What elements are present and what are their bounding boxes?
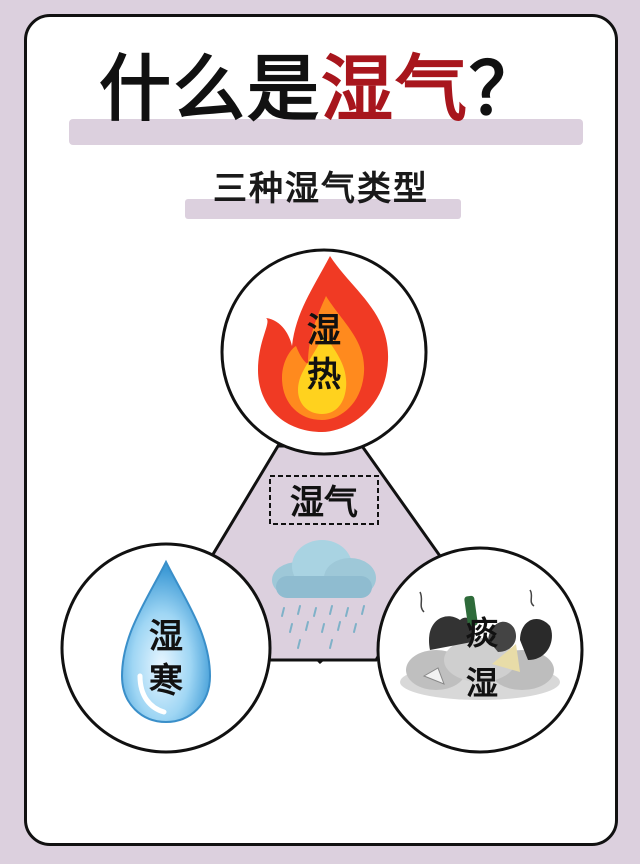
center-label: 湿气 (290, 483, 358, 523)
water-drop-icon (120, 559, 212, 724)
title-highlight (69, 119, 583, 145)
subtitle: 三种湿气类型 (213, 169, 429, 209)
damp-heat-char1: 湿 (307, 311, 341, 351)
subtitle-highlight (185, 199, 461, 219)
title-accent: 湿气 (320, 47, 469, 131)
rain-cloud-icon (272, 540, 376, 649)
damp-heat-char2: 热 (307, 355, 341, 395)
garbage-pile-icon (400, 589, 560, 700)
phlegm-damp-char2: 湿 (466, 664, 498, 702)
title-suffix: ？ (469, 47, 544, 131)
damp-cold-char1: 湿 (149, 617, 183, 657)
center-label-box (269, 475, 379, 525)
damp-cold-char2: 寒 (149, 661, 183, 701)
phlegm-damp-char1: 痰 (466, 614, 498, 652)
page-title: 什么是湿气？ (27, 41, 615, 137)
flame-icon (258, 256, 389, 432)
title-prefix: 什么是 (98, 47, 321, 131)
